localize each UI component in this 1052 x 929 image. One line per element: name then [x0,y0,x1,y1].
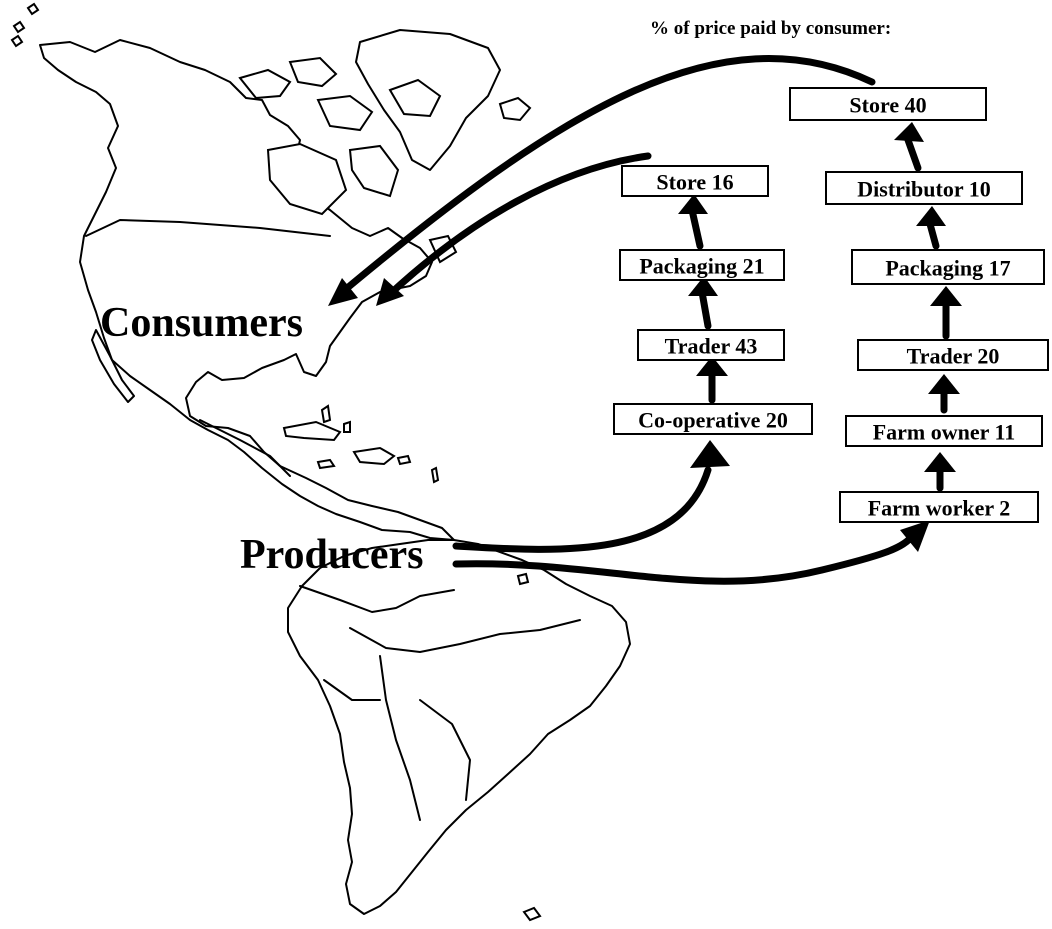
arrow-head-icon [678,194,708,214]
falkland-island [522,906,542,922]
chain-link [698,288,712,330]
chain-box-label: Distributor 10 [857,177,990,202]
arctic-island [266,142,348,216]
chain-link [926,220,940,250]
chain-box-label: Packaging 17 [885,256,1010,281]
arctic-island [238,68,292,100]
trinidad [516,572,530,586]
chain-box-label: Co-operative 20 [638,408,788,433]
country-border [349,619,581,653]
country-border [199,419,291,477]
chain-box-trader: Trader 20 [857,339,1049,371]
diagram-header: % of price paid by consumer: [650,18,891,39]
bahama [320,404,332,424]
chain-box-trader: Trader 43 [637,329,785,361]
chain-box-label: Trader 43 [665,334,758,359]
arrow-head-icon [930,286,962,306]
aleutian-island [12,20,26,34]
left-chain-connectors [678,194,728,404]
chain-box-label: Farm owner 11 [873,420,1016,445]
chain-box-packaging: Packaging 17 [851,249,1045,285]
chain-box-distributor: Distributor 10 [825,171,1023,205]
arctic-island [316,94,374,132]
arrow-head-icon [376,278,404,306]
chain-box-label: Store 16 [656,170,733,195]
aleutian-island [26,2,40,16]
flow-store16-to-consumers [386,152,652,298]
arrow-head-icon [690,440,730,468]
flow-producers-to-cooperative [452,466,712,553]
chain-box-label: Store 40 [849,93,926,118]
lesser-antille [430,466,440,484]
chain-box-farm-owner: Farm owner 11 [845,415,1043,447]
left-chain: Co-operative 20 Trader 43 Packaging 21 S… [613,165,813,435]
arrow-head-icon [924,452,956,472]
cuba [282,420,342,442]
flow-store40-to-consumers [336,55,876,298]
chain-box-cooperative: Co-operative 20 [613,403,813,435]
arctic-island [348,144,400,198]
arctic-island [388,78,442,118]
country-border [379,655,421,821]
arrow-head-icon [328,278,358,306]
jamaica [316,458,336,470]
chain-box-store: Store 40 [789,87,987,121]
chain-box-label: Packaging 21 [639,254,764,279]
arrow-head-icon [900,520,930,552]
flows [328,55,930,585]
south-america-outline [287,539,631,915]
chain-link [688,206,704,250]
arrow-head-icon [688,276,718,296]
hispaniola [352,446,396,466]
arrow-head-icon [916,206,946,226]
chain-box-label: Farm worker 2 [868,496,1011,521]
bahama [343,420,351,433]
country-border [299,585,455,613]
right-chain-connectors [894,122,962,492]
country-border [323,679,381,701]
chain-box-packaging: Packaging 21 [619,249,785,281]
puerto-rico [396,454,412,466]
arrow-head-icon [894,122,924,142]
americas-map [10,2,631,922]
arrow-head-icon [696,356,728,376]
baja-outline [91,329,135,403]
greenland-outline [355,29,501,171]
iceland [498,96,532,122]
producers-label: Producers [240,532,424,578]
consumers-label: Consumers [100,300,303,346]
arctic-island [288,56,338,88]
right-chain: Farm worker 2 Farm owner 11 Trader 20 Pa… [789,87,1049,523]
chain-link [904,136,922,172]
chain-box-label: Trader 20 [907,344,1000,369]
country-border [419,699,471,801]
flow-producers-to-farmworker [452,532,916,585]
arrow-head-icon [928,374,960,394]
chain-box-store: Store 16 [621,165,769,197]
country-border [85,219,331,237]
aleutian-island [10,34,24,48]
chain-box-farm-worker: Farm worker 2 [839,491,1039,523]
